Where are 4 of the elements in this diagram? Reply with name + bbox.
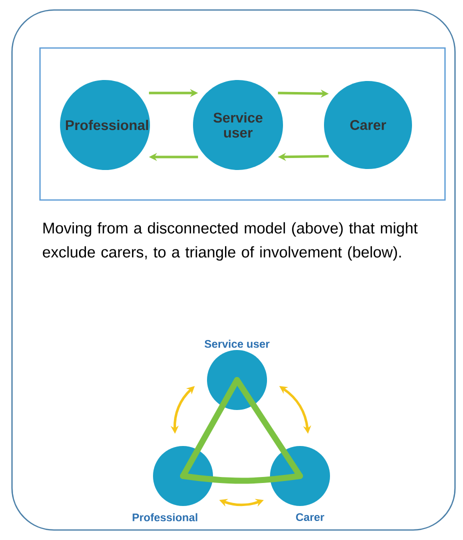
node-label: Professional (132, 513, 198, 522)
node-label: Carer (296, 513, 324, 521)
frame-box (39, 47, 446, 201)
node-label: Service user (204, 340, 270, 348)
